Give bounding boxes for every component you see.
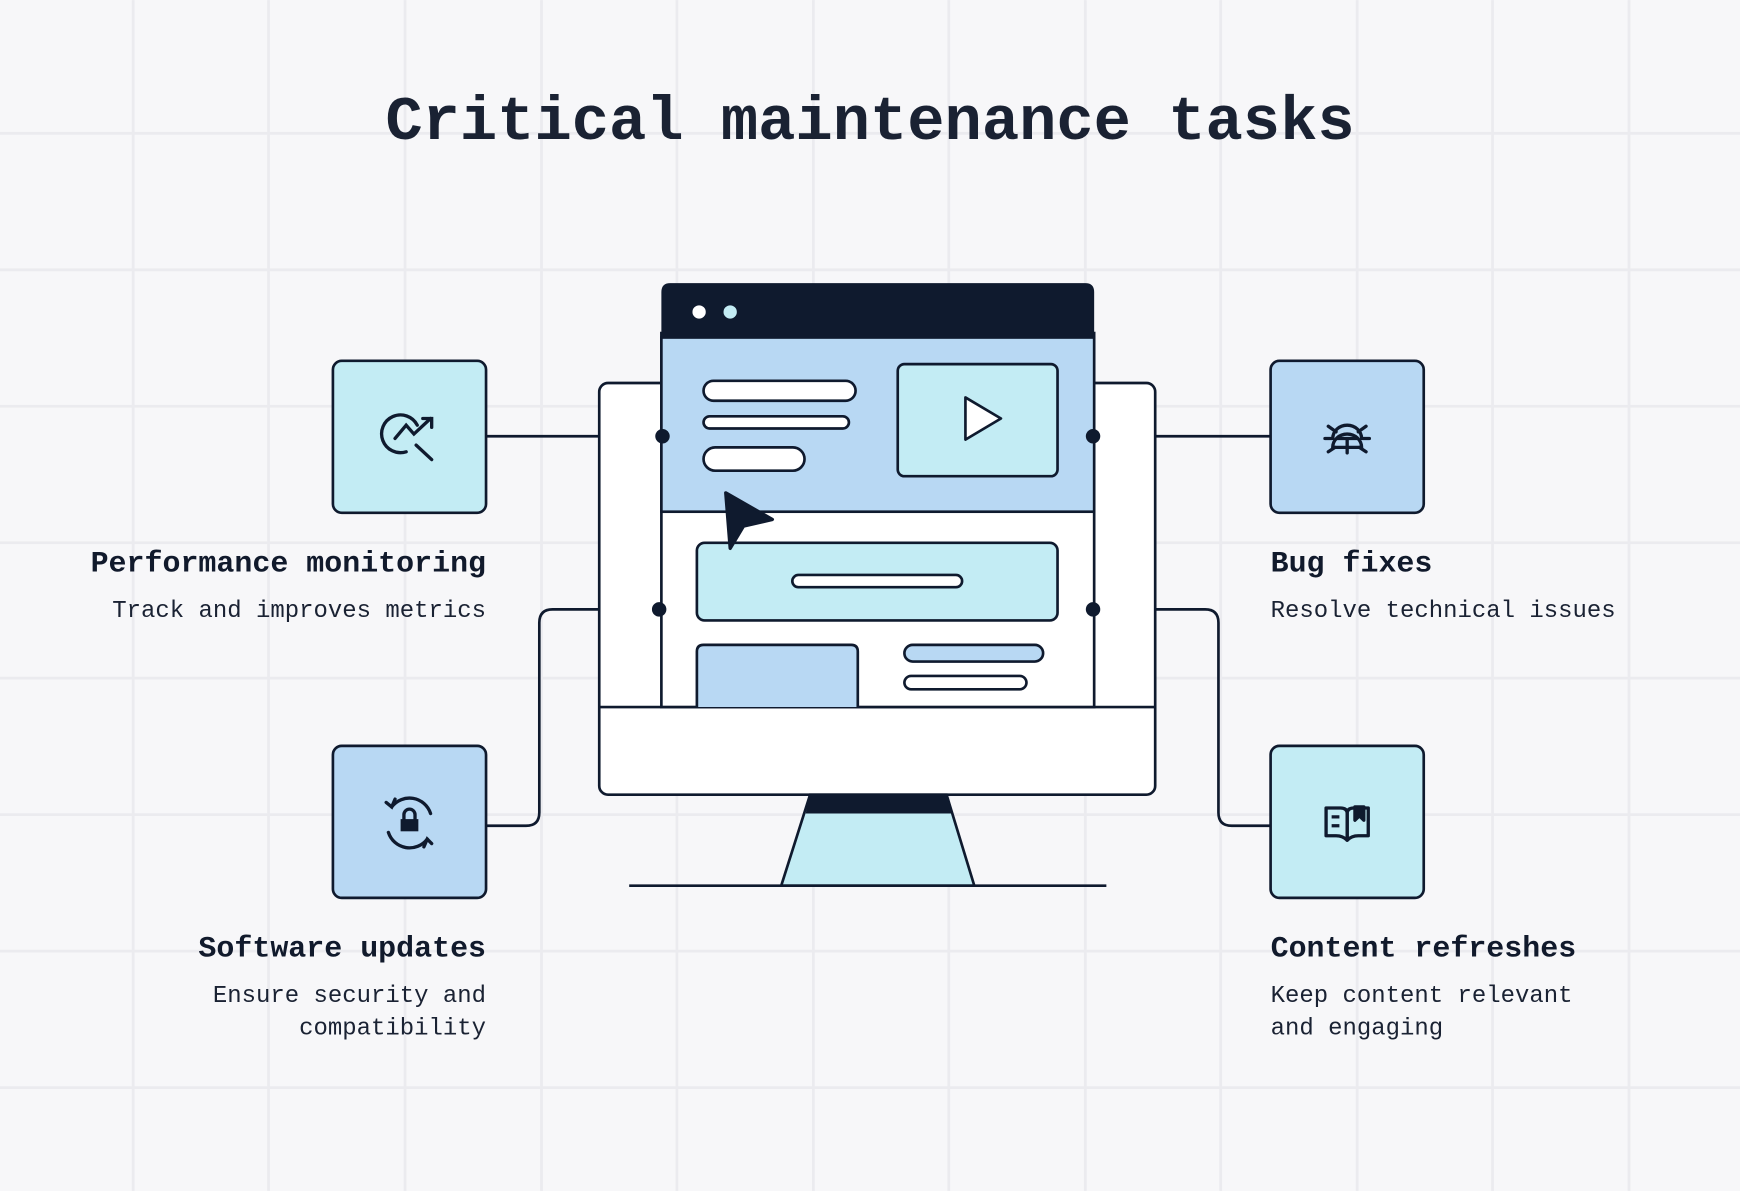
chart-search-icon (379, 413, 434, 462)
book-bookmark-icon (1324, 805, 1370, 842)
task-description: Keep content relevant (1271, 983, 1573, 1010)
task-description: Ensure security and (213, 983, 486, 1010)
task-title: Software updates (198, 932, 486, 966)
window-dot (692, 305, 706, 319)
task-bug-fixes: Bug fixes Resolve technical issues (1269, 359, 1616, 625)
task-performance-monitoring: Performance monitoring Track and improve… (91, 359, 488, 625)
task-description: Resolve technical issues (1271, 598, 1616, 625)
monitor-illustration (597, 283, 1157, 888)
task-title: Bug fixes (1271, 547, 1433, 581)
task-description: Track and improves metrics (112, 598, 486, 625)
bug-icon (1323, 423, 1372, 455)
task-description: and engaging (1271, 1015, 1444, 1042)
cursor-icon (724, 491, 775, 551)
refresh-lock-icon (384, 796, 434, 850)
task-software-updates: Software updates Ensure security and com… (198, 744, 488, 1042)
task-title: Performance monitoring (91, 547, 486, 581)
play-icon (964, 396, 1003, 441)
task-description: compatibility (299, 1015, 486, 1042)
browser-title-bar (661, 283, 1095, 338)
task-title: Content refreshes (1271, 932, 1577, 966)
page-title: Critical maintenance tasks (385, 87, 1354, 158)
connector-dots (651, 429, 1101, 617)
task-content-refreshes: Content refreshes Keep content relevant … (1269, 744, 1577, 1042)
task-icon-box (331, 359, 488, 515)
window-dot (723, 305, 737, 319)
